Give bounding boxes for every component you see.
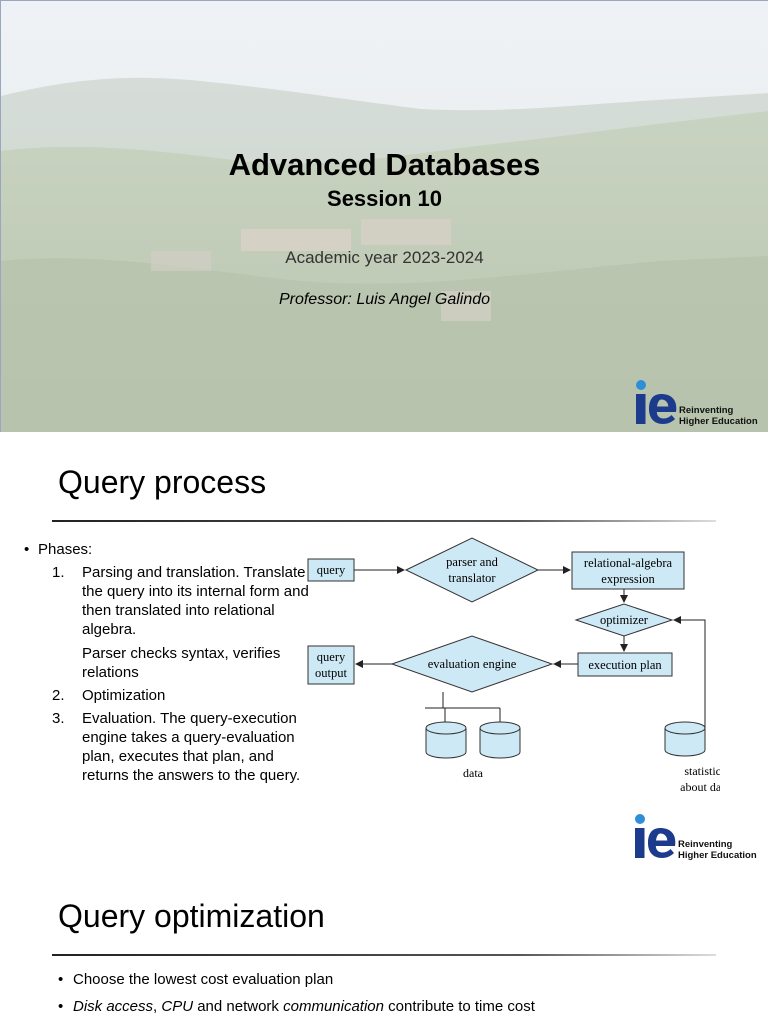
evaluation-engine-diamond <box>390 635 554 693</box>
phases-bullet: Phases: <box>24 540 314 559</box>
statistics-cylinder <box>664 721 706 757</box>
slide-title: Query process <box>58 464 267 500</box>
ie-logo: Reinventing Higher Education <box>633 378 763 430</box>
query-processing-diagram: query parser and translator relational-a… <box>307 537 720 794</box>
query-output-box <box>307 645 355 685</box>
presentation-title: Advanced Databases <box>228 147 541 182</box>
relational-algebra-box <box>571 551 685 590</box>
svg-text:translator: translator <box>448 571 496 585</box>
session-subtitle: Session 10 <box>327 186 442 211</box>
phases-list: Phases: 1. Parsing and translation. Tran… <box>24 540 314 787</box>
data-cylinder-2 <box>479 721 521 759</box>
svg-text:optimizer: optimizer <box>600 613 649 627</box>
phase-item-2: 2. Optimization <box>52 687 166 704</box>
bullet-lowest-cost: Choose the lowest cost evaluation plan <box>58 966 535 993</box>
svg-text:query: query <box>317 563 346 577</box>
optimizer-diamond <box>574 603 674 637</box>
title-divider <box>52 954 716 956</box>
landscape-background <box>1 1 768 432</box>
svg-text:statistics: statistics <box>684 764 720 778</box>
ie-logo-mark <box>636 380 677 424</box>
svg-text:query: query <box>317 650 346 664</box>
svg-text:evaluation engine: evaluation engine <box>428 657 517 671</box>
academic-year: Academic year 2023-2024 <box>285 248 484 267</box>
optimization-bullets: Choose the lowest cost evaluation plan D… <box>58 966 535 1020</box>
svg-text:data: data <box>463 766 484 780</box>
phase-item-3: 3. Evaluation. The query-execution engin… <box>52 710 301 784</box>
svg-text:execution plan: execution plan <box>588 658 662 672</box>
svg-text:expression: expression <box>601 572 655 586</box>
ie-logo-mark <box>635 814 676 858</box>
query-optimization-slide: Query optimization Choose the lowest cos… <box>0 870 768 1024</box>
ie-logo: Reinventing Higher Education <box>632 812 762 864</box>
bullet-time-cost: Disk access, CPU and network communicati… <box>58 993 535 1020</box>
svg-text:about data: about data <box>680 780 720 794</box>
svg-text:parser and: parser and <box>446 555 498 569</box>
data-cylinder-1 <box>425 721 467 759</box>
svg-text:relational-algebra: relational-algebra <box>584 556 673 570</box>
slide-title: Query optimization <box>58 898 325 934</box>
title-slide: Advanced Databases Session 10 Academic y… <box>0 0 768 432</box>
logo-tagline: Reinventing Higher Education <box>679 405 758 427</box>
query-process-slide: Query process Phases: 1. Parsing and tra… <box>0 432 768 870</box>
phase-item-1: 1. Parsing and translation. Translate th… <box>52 564 309 681</box>
svg-text:output: output <box>315 666 347 680</box>
logo-tagline: Reinventing Higher Education <box>678 839 757 861</box>
title-divider <box>52 520 716 522</box>
parser-diamond <box>404 537 540 603</box>
professor-name: Professor: Luis Angel Galindo <box>278 291 491 308</box>
